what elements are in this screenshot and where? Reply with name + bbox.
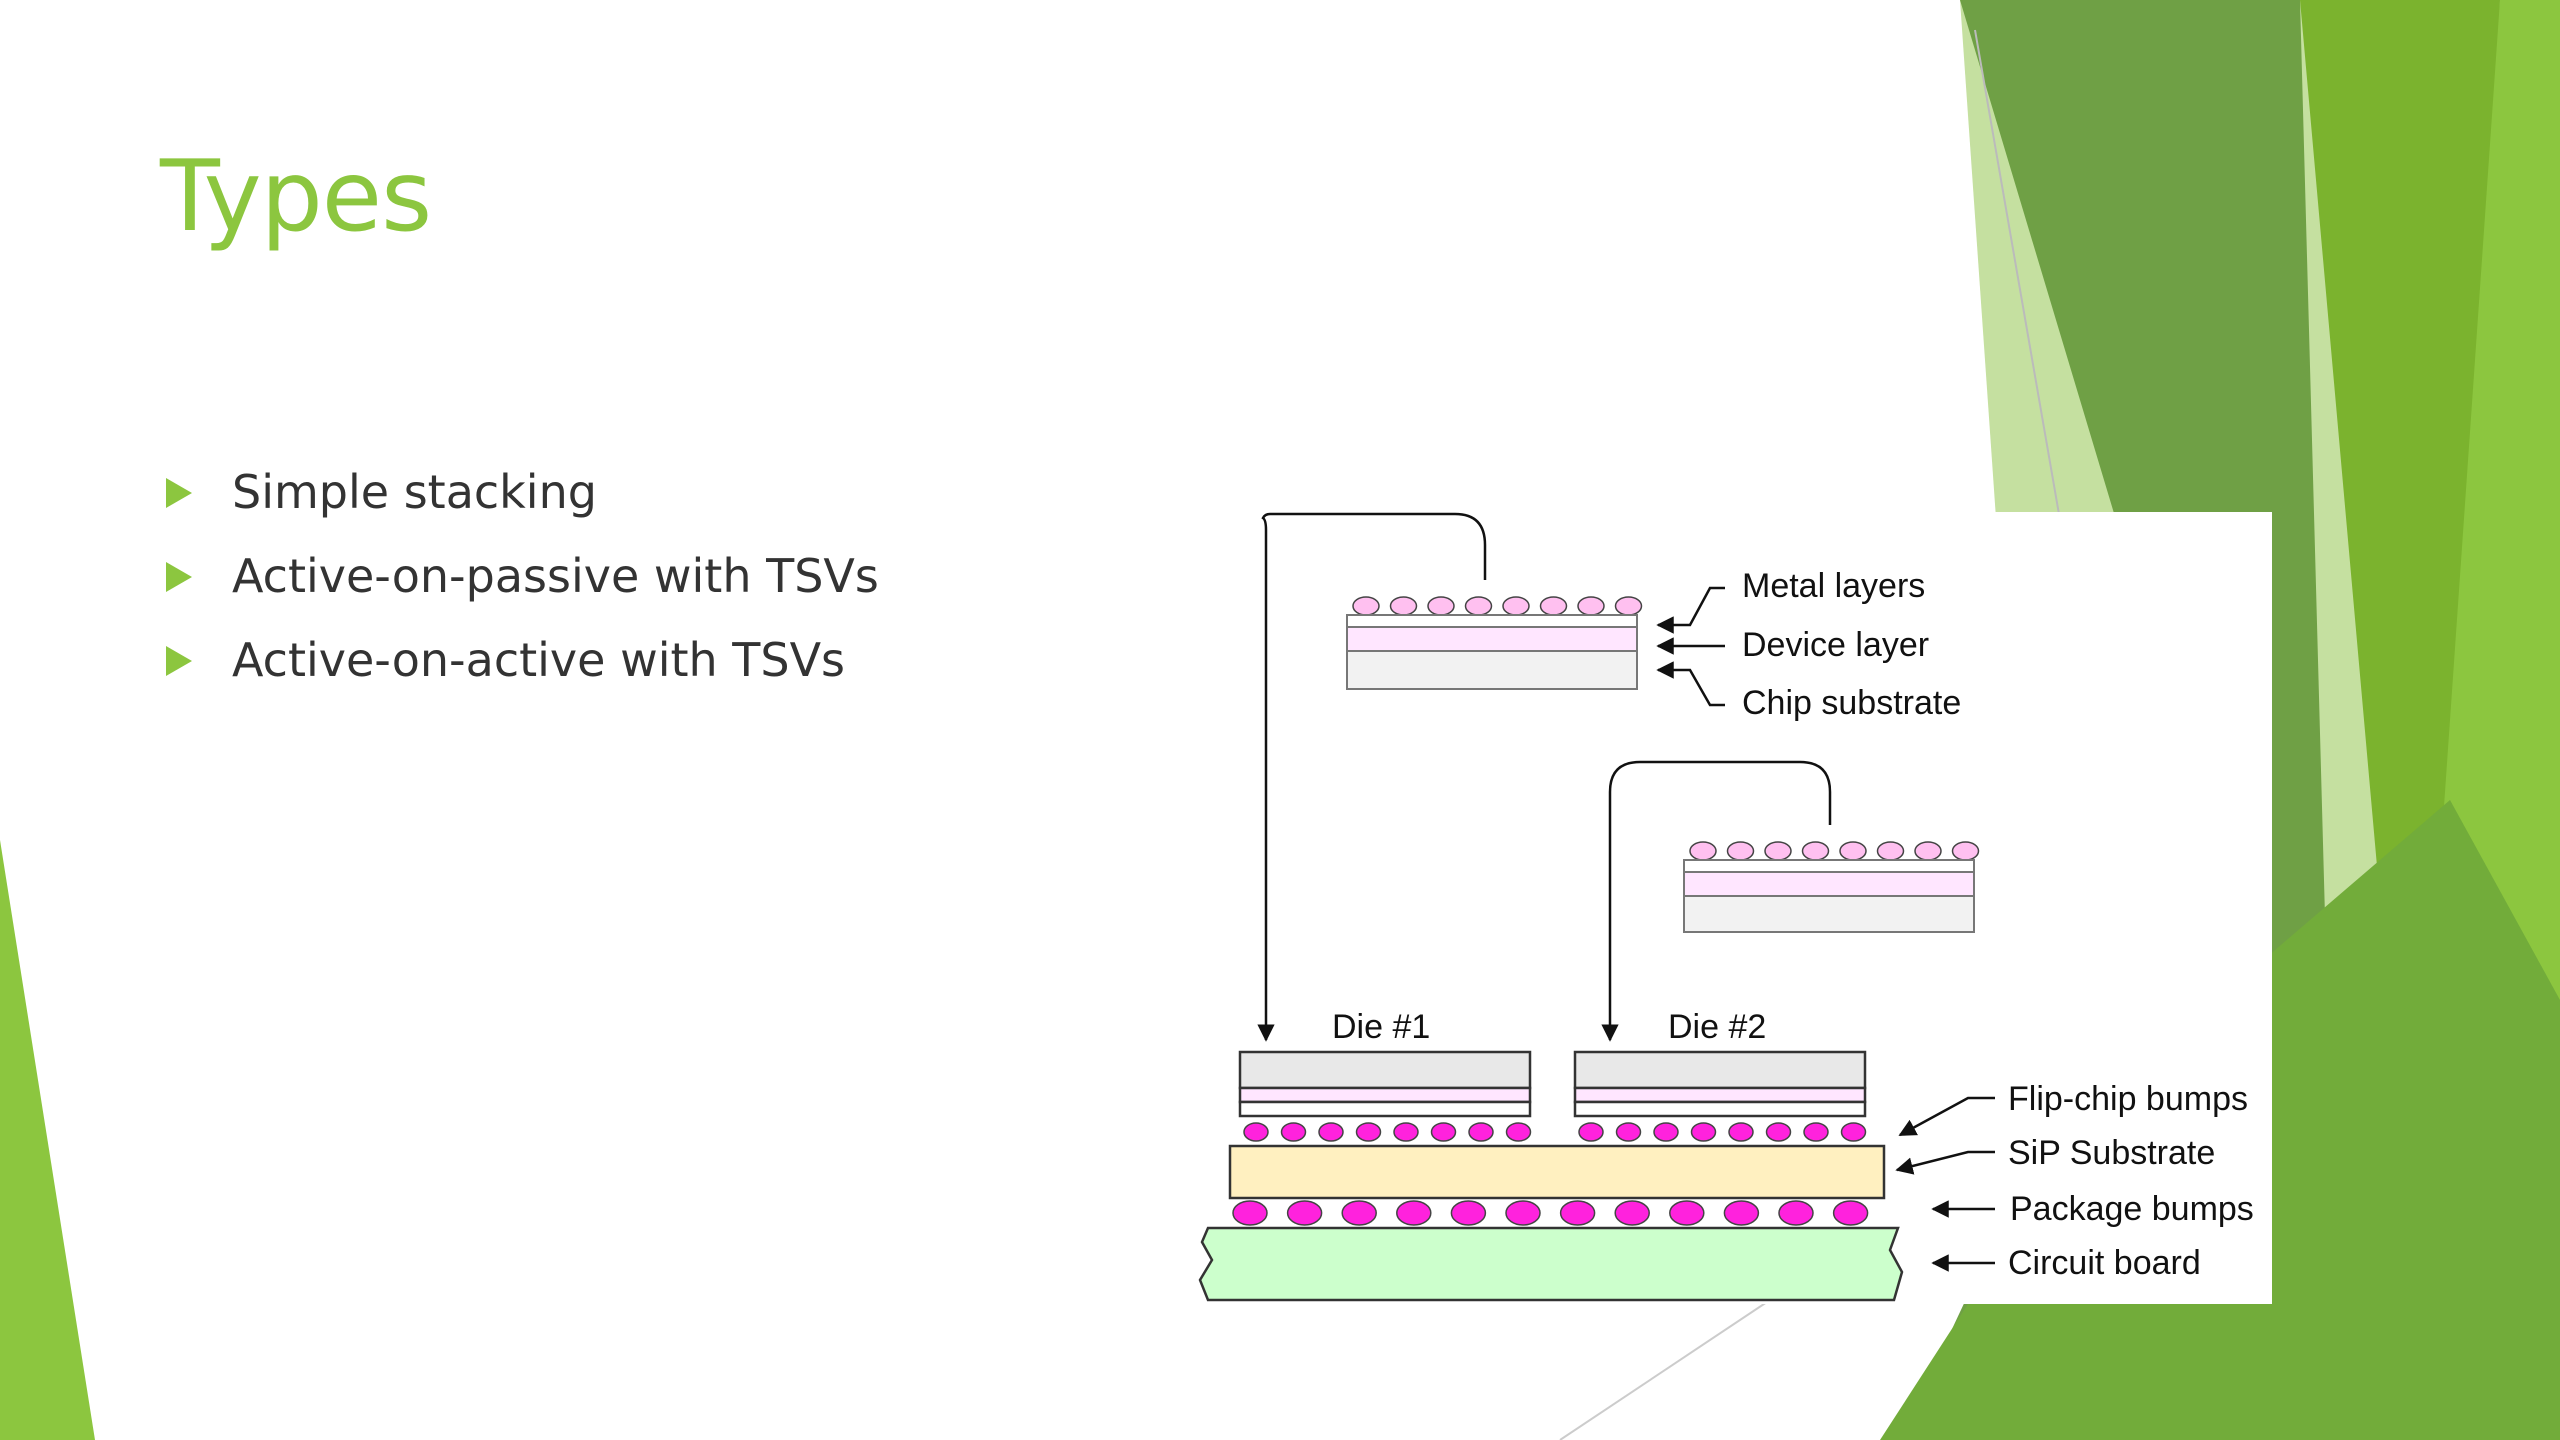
- bullet-arrow-icon: [166, 562, 192, 592]
- bump: [1318, 1122, 1344, 1142]
- device-layer-top: [1346, 626, 1638, 652]
- bump: [1778, 1200, 1814, 1226]
- bump: [1723, 1200, 1760, 1226]
- bullet-arrow-icon: [166, 478, 192, 508]
- bump: [1450, 1200, 1487, 1226]
- die1-exploded: [1257, 512, 1643, 1042]
- bump: [1669, 1200, 1705, 1226]
- left-shape: [0, 840, 95, 1440]
- sip-substrate: [1228, 1144, 1886, 1200]
- chip-substrate-top2: [1683, 895, 1975, 933]
- bump: [1801, 841, 1830, 861]
- bump: [1505, 1122, 1532, 1142]
- bullet-list: Simple stacking Active-on-passive with T…: [160, 460, 879, 712]
- flip-chip-bumps: [1243, 1122, 1867, 1142]
- bullet-arrow-icon: [166, 646, 192, 676]
- sip-leader: [1895, 1150, 1995, 1175]
- bump: [1355, 1122, 1382, 1142]
- bump: [1505, 1200, 1541, 1226]
- metal-layer-top: [1346, 614, 1638, 628]
- bump: [1765, 1122, 1792, 1142]
- bump: [1840, 1122, 1867, 1142]
- bump: [1876, 841, 1905, 861]
- bump: [1690, 1122, 1717, 1142]
- slide-title: Types: [160, 140, 432, 254]
- die2-arrow: [1601, 760, 1832, 1042]
- sip-diagram: Metal layers Device layer Chip substrate…: [1180, 512, 2272, 1304]
- bullet-item: Active-on-active with TSVs: [160, 628, 879, 712]
- package-bumps: [1232, 1200, 1869, 1226]
- package-labels: Flip-chip bumps SiP Substrate Package bu…: [1895, 1080, 2254, 1282]
- sip-substrate-label: SiP Substrate: [2008, 1134, 2215, 1172]
- bump: [1614, 596, 1643, 616]
- die1-arrow: [1257, 512, 1487, 1042]
- bullet-text: Active-on-active with TSVs: [232, 633, 846, 687]
- package-bumps-label: Package bumps: [2010, 1190, 2254, 1228]
- layer-labels: Metal layers Device layer Chip substrate: [1656, 567, 1961, 722]
- bullet-text: Simple stacking: [232, 465, 597, 519]
- bullet-item: Active-on-passive with TSVs: [160, 544, 879, 628]
- bullet-text: Active-on-passive with TSVs: [232, 549, 879, 603]
- circuit-board: [1198, 1226, 1904, 1302]
- die2-assembled: [1573, 1050, 1867, 1118]
- bump: [1430, 1122, 1457, 1142]
- bump: [1464, 596, 1493, 616]
- bump: [1914, 841, 1942, 861]
- bump: [1539, 596, 1568, 616]
- circuit-board-label: Circuit board: [2008, 1244, 2201, 1282]
- die2-exploded: [1601, 760, 1980, 1042]
- bump: [1726, 841, 1755, 861]
- bump: [1615, 1122, 1642, 1142]
- bump: [1280, 1122, 1307, 1142]
- bump: [1728, 1122, 1754, 1142]
- bump: [1577, 596, 1605, 616]
- metal-layer-top2: [1683, 859, 1975, 873]
- bump: [1341, 1200, 1377, 1226]
- bump: [1653, 1122, 1679, 1142]
- metal-leader: [1656, 586, 1725, 634]
- bump: [1803, 1122, 1829, 1142]
- bump: [1764, 841, 1792, 861]
- metal-bumps: [1689, 841, 1980, 861]
- bump: [1689, 841, 1717, 861]
- die2-label: Die #2: [1668, 1008, 1766, 1046]
- bump: [1396, 1200, 1432, 1226]
- bump: [1393, 1122, 1419, 1142]
- substrate-leader: [1656, 661, 1725, 707]
- bump: [1839, 841, 1867, 861]
- bump: [1389, 596, 1418, 616]
- bump: [1232, 1200, 1268, 1226]
- decor-line-bottom: [1559, 1299, 1771, 1440]
- bullet-item: Simple stacking: [160, 460, 879, 544]
- bump: [1468, 1122, 1494, 1142]
- device-layer-top2: [1683, 871, 1975, 897]
- bump: [1614, 1200, 1650, 1226]
- decor-line: [1974, 29, 2061, 521]
- bump: [1286, 1200, 1323, 1226]
- bump: [1559, 1200, 1596, 1226]
- metal-layers-label: Metal layers: [1742, 567, 1925, 605]
- bump: [1832, 1200, 1869, 1226]
- die1-assembled: [1238, 1050, 1532, 1118]
- bump: [1352, 596, 1380, 616]
- chip-substrate-top: [1346, 650, 1638, 690]
- device-layer-label: Device layer: [1742, 626, 1929, 664]
- bump: [1243, 1122, 1269, 1142]
- chip-substrate-label: Chip substrate: [1742, 684, 1961, 722]
- flip-chip-leader: [1898, 1096, 1995, 1137]
- bump: [1427, 596, 1455, 616]
- bump: [1951, 841, 1980, 861]
- bump: [1578, 1122, 1604, 1142]
- flip-chip-bumps-label: Flip-chip bumps: [2008, 1080, 2248, 1118]
- die1-label: Die #1: [1332, 1008, 1430, 1046]
- bump: [1502, 596, 1530, 616]
